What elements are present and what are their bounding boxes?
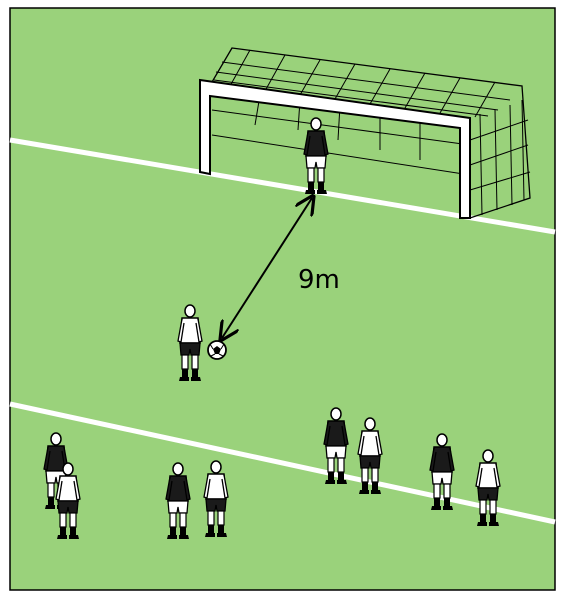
distance-label: 9m [298, 265, 340, 295]
football-icon [208, 341, 226, 359]
